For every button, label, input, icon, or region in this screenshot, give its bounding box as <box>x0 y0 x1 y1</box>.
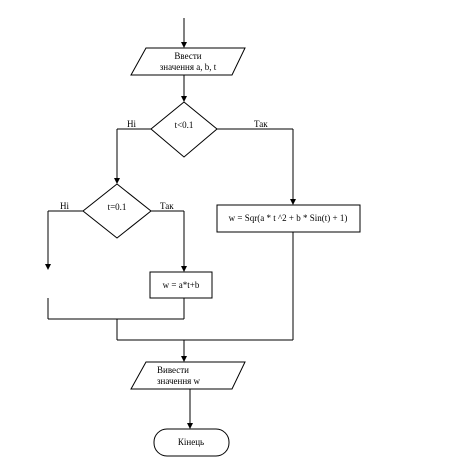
decision-outer-yes-label: Так <box>254 119 268 129</box>
decision-outer: t<0.1 <box>150 101 218 158</box>
output-line-2: значення w <box>157 376 201 386</box>
input-to-decision-arrowhead <box>181 96 187 102</box>
process-main: w = Sqr(a * t ^2 + b * Sin(t) + 1) <box>216 204 361 233</box>
decision-inner: t=0.1 <box>82 183 152 239</box>
decision-inner-yes-label: Так <box>160 201 174 211</box>
end-block: Кінець <box>153 428 230 457</box>
decision-outer-no-label: Ні <box>127 119 136 129</box>
merge-to-output-arrowhead <box>181 356 187 362</box>
inner-no-arrowhead <box>45 264 51 270</box>
input-line-1: Ввести <box>174 51 201 61</box>
process-simple-formula: w = a*t+b <box>163 280 200 290</box>
inner-yes-arrowhead <box>181 266 187 272</box>
decision-outer-diamond <box>150 101 218 158</box>
input-block: Ввести значення a, b, t <box>130 47 246 76</box>
outer-no-arrowhead <box>114 178 120 184</box>
process-main-formula: w = Sqr(a * t ^2 + b * Sin(t) + 1) <box>229 213 348 223</box>
decision-inner-condition: t=0.1 <box>108 202 127 212</box>
end-label: Кінець <box>178 437 204 447</box>
end-terminator <box>153 428 230 457</box>
decision-outer-condition: t<0.1 <box>175 120 194 130</box>
output-block: Вивести значення w <box>130 361 246 390</box>
input-parallelogram <box>130 47 246 76</box>
process-simple: w = a*t+b <box>149 271 213 299</box>
output-to-end-arrowhead <box>187 423 193 429</box>
entry-arrowhead <box>181 42 187 48</box>
decision-inner-no-label: Ні <box>60 201 69 211</box>
process-simple-rect <box>149 271 213 299</box>
output-parallelogram <box>130 361 246 390</box>
decision-inner-diamond <box>82 183 152 239</box>
output-line-1: Вивести <box>157 365 189 375</box>
input-line-2: значення a, b, t <box>160 62 217 72</box>
outer-yes-arrowhead <box>290 199 296 205</box>
process-main-rect <box>216 204 361 233</box>
